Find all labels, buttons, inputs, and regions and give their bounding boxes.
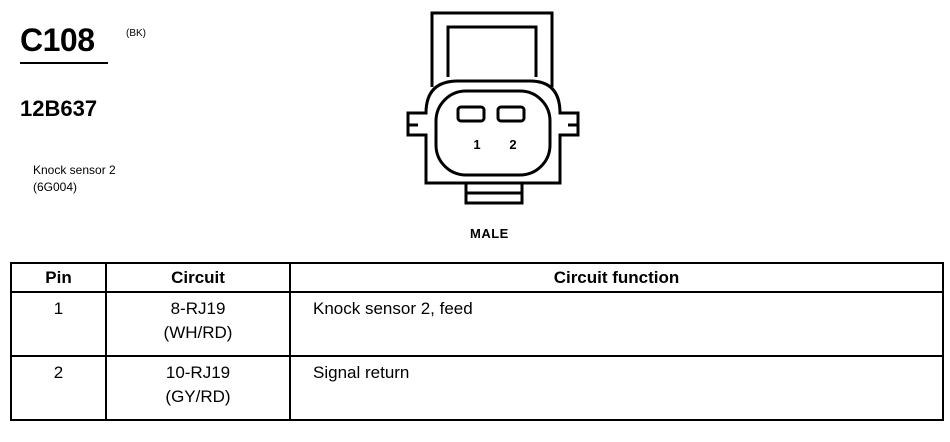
connector-id: C108 (20, 22, 95, 58)
circuit-number: 8-RJ19 (170, 299, 226, 318)
connector-gender: MALE (470, 226, 509, 241)
circuit-number: 10-RJ19 (165, 363, 231, 382)
wire-color: (WH/RD) (163, 323, 233, 342)
component-name: Knock sensor 2 (33, 163, 116, 177)
header-circuit: Circuit (105, 262, 291, 293)
pin-cell: 2 (10, 355, 107, 421)
component-description: Knock sensor 2 (6G004) (33, 162, 116, 196)
circuit-function-cell: Knock sensor 2, feed (289, 291, 944, 357)
circuit-cell: 8-RJ19 (WH/RD) (105, 291, 291, 357)
table-row: 2 10-RJ19 (GY/RD) Signal return (10, 355, 944, 421)
circuit-function-cell: Signal return (289, 355, 944, 421)
connector-face-icon: 1 2 (406, 11, 580, 205)
wire-color: (GY/RD) (165, 387, 231, 406)
connector-color-code: (BK) (126, 28, 146, 39)
title-underline (20, 62, 108, 64)
part-number: 12B637 (20, 96, 98, 121)
circuit-cell: 10-RJ19 (GY/RD) (105, 355, 291, 421)
header-pin: Pin (10, 262, 107, 293)
table-header-row: Pin Circuit Circuit function (10, 262, 944, 293)
table-row: 1 8-RJ19 (WH/RD) Knock sensor 2, feed (10, 291, 944, 357)
pinout-table: Pin Circuit Circuit function 1 8-RJ19 (W… (10, 262, 944, 421)
component-code: (6G004) (33, 180, 78, 194)
pin-label: 1 (473, 137, 480, 152)
header-circuit-function: Circuit function (289, 262, 944, 293)
pin-cell: 1 (10, 291, 107, 357)
pin-label: 2 (509, 137, 516, 152)
